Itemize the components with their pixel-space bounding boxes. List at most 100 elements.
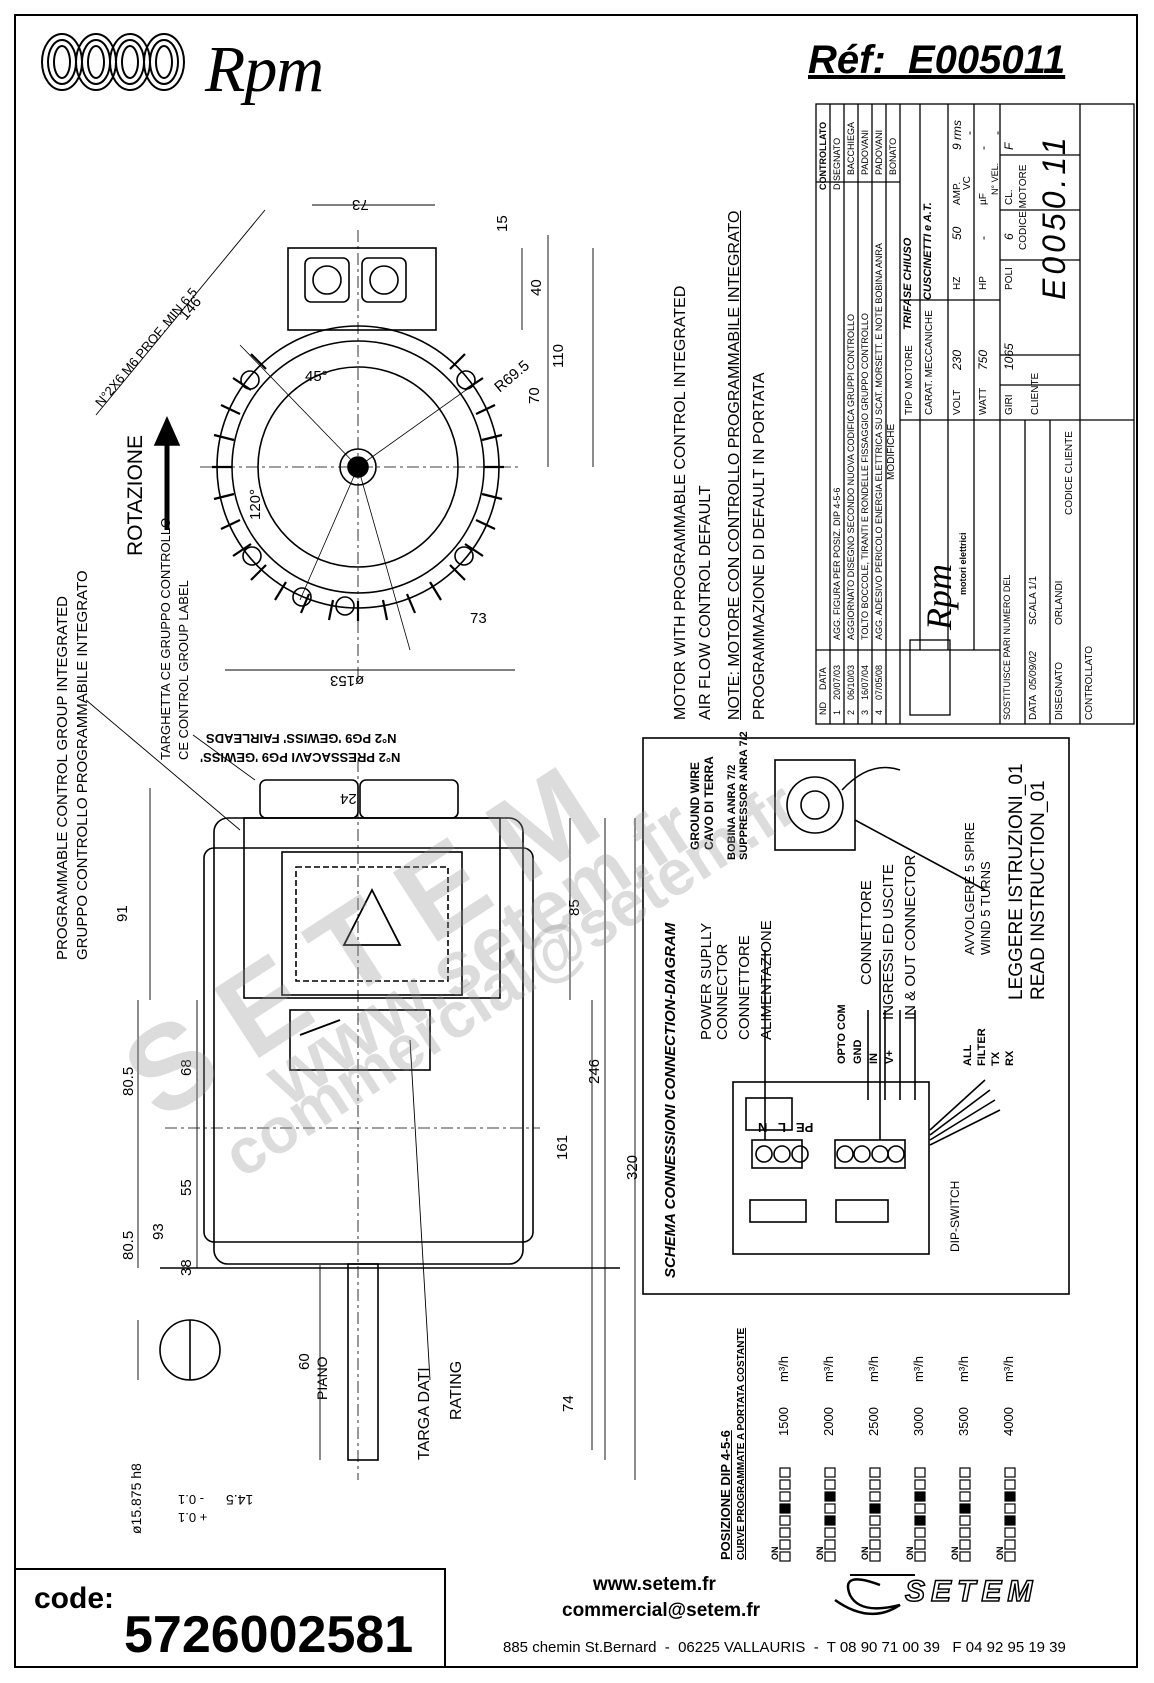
cable-label-en: N°2 PG9 'GEWISS' FAIRLEADS: [206, 731, 397, 746]
cable-label-it: N°2 PRESSACAVI PG9 'GEWISS': [200, 750, 401, 765]
terminal-vplus: V+: [884, 1050, 896, 1064]
footer-address: 885 chemin St.Bernard - 06225 VALLAURIS …: [503, 1639, 1066, 1656]
rev-1-date: 20/07/03: [832, 664, 842, 700]
code-value: 5726002581: [124, 1606, 414, 1664]
uf-value: -: [976, 146, 990, 150]
dip-switch-box: [959, 1479, 971, 1490]
hp-value: -: [976, 236, 990, 240]
dip-switch-box: [779, 1491, 791, 1502]
ground-label-en: GROUND WIRE: [688, 762, 702, 850]
targa-label: TARGA DATI: [416, 1367, 433, 1460]
note-line-3: NOTE: MOTORE CON CONTROLLO PROGRAMMABILE…: [726, 210, 743, 720]
dip-switch-label: DIP-SWITCH: [948, 1180, 962, 1252]
dim-15: 15: [494, 215, 511, 232]
giri-label: GIRI: [1004, 394, 1015, 415]
footer-email[interactable]: commercial@setem.fr: [562, 1600, 761, 1621]
dim-dia-153: ø153: [330, 672, 365, 689]
rev-1-n: 1: [832, 709, 842, 715]
power-label-en: POWER SUPLLY: [698, 922, 715, 1040]
dim-74: 74: [560, 1395, 577, 1412]
rotation-label: ROTAZIONE: [124, 435, 147, 556]
rev-1-text: AGG. FIGURA PER POSIZ. DIP 4-5-6: [832, 487, 842, 640]
target-label-en: CE CONTROL GROUP LABEL: [176, 580, 191, 760]
rev-4-date: 07/05/08: [874, 664, 884, 700]
shaft-diameter: ø15.875 h8: [128, 1463, 144, 1534]
dip-table-graphics: [779, 1467, 1016, 1562]
terminal-opto: OPTO COM: [836, 1004, 848, 1064]
dip-flow-value: 2000: [821, 1407, 836, 1436]
dip-switch-box: [959, 1551, 971, 1562]
drawing-frame: [14, 14, 1138, 1668]
signal-all: ALL: [962, 1044, 974, 1066]
rev-2-by: PADOVANI: [860, 129, 870, 175]
rev-col-controllato: CONTROLLATO: [818, 121, 828, 190]
footer-brand: SETEM: [904, 1574, 1039, 1609]
cl-value: F: [1002, 142, 1016, 150]
note-line-4: PROGRAMMAZIONE DI DEFAULT IN PORTATA: [751, 372, 768, 720]
group-label-en: PROGRAMMABLE CONTROL GROUP INTEGRATED: [54, 596, 71, 960]
rev-data: DATA: [818, 667, 828, 690]
piano-label: PIANO: [314, 1356, 330, 1400]
cliente-label: CLIENTE: [1030, 372, 1041, 415]
vc-label: VC: [962, 176, 973, 190]
rev-modifiche: MODIFICHE: [886, 423, 897, 480]
shaft-tolerance-minus: - 0.1: [178, 1492, 205, 1507]
dip-switch-box: [779, 1479, 791, 1490]
shaft-tolerance-plus: + 0.1: [178, 1510, 208, 1525]
rev-col-disegnato: DISEGNATO: [832, 137, 842, 190]
dip-switch-box: [779, 1539, 791, 1550]
dip-switch-box: [959, 1527, 971, 1538]
io-label-it: CONNETTORE: [858, 880, 875, 985]
controllato-label: CONTROLLATO: [1084, 645, 1095, 720]
dim-80-5-top: 80.5: [120, 1066, 137, 1096]
terminal-n: N: [758, 1120, 768, 1135]
dip-on-label: ON: [815, 1546, 825, 1561]
coil-label-en: SUPPRESSOR ANRA 7/2: [738, 731, 750, 860]
dim-91: 91: [114, 905, 131, 922]
dip-switch-box: [824, 1527, 836, 1538]
io-label-en: IN & OUT CONNECTOR: [902, 854, 919, 1020]
ground-label-it: CAVO DI TERRA: [702, 756, 716, 850]
watt-label: WATT: [978, 387, 989, 415]
dim-60: 60: [296, 1353, 313, 1370]
note-line-2: AIR FLOW CONTROL DEFAULT: [697, 485, 714, 720]
dim-80-5-bottom: 80.5: [120, 1230, 137, 1260]
data-value: 05/09/02: [1028, 651, 1039, 690]
rev-4-text: AGG. ADESIVO PERICOLO ENERGIA ELETTRICA …: [874, 243, 884, 640]
power-label-it2: ALIMENTAZIONE: [758, 920, 775, 1040]
hz-label: HZ: [952, 276, 963, 290]
dip-flow-value: 3500: [956, 1407, 971, 1436]
dip-switch-box: [824, 1467, 836, 1478]
power-label-en2: CONNECTOR: [714, 943, 731, 1040]
target-label-it: TARGHETTA CE GRUPPO CONTROLLO: [158, 517, 173, 760]
dip-flow-unit: m³/h: [866, 1356, 881, 1382]
dip-title-1: POSIZIONE DIP 4-5-6: [718, 1430, 733, 1560]
dip-switch-box: [824, 1515, 836, 1526]
dip-switch-box: [1004, 1551, 1016, 1562]
dip-switch-box: [1004, 1515, 1016, 1526]
scala-value: 1/1: [1028, 576, 1039, 590]
angle-120: 120°: [247, 488, 264, 520]
vel-value: -: [990, 131, 1004, 135]
dip-on-label: ON: [770, 1546, 780, 1561]
dip-on-label: ON: [905, 1546, 915, 1561]
rev-4-n: 4: [874, 709, 884, 715]
title-brand: Rpm: [919, 564, 959, 630]
dim-68: 68: [178, 1059, 195, 1076]
signal-tx: TX: [990, 1051, 1002, 1066]
rev-3-by: PADOVANI: [874, 129, 884, 175]
cl-label: CL.: [1004, 189, 1015, 205]
codice-motore-value: E0050.11: [1036, 133, 1072, 300]
carat-value: CUSCINETTI e A.T.: [922, 202, 934, 300]
dip-flow-unit: m³/h: [911, 1356, 926, 1382]
footer-website[interactable]: www.setem.fr: [593, 1574, 716, 1595]
dim-110: 110: [550, 344, 567, 368]
rev-3-n: 3: [860, 709, 870, 715]
dip-switch-box: [869, 1515, 881, 1526]
scala-label: SCALA: [1028, 592, 1039, 625]
dip-flow-value: 1500: [776, 1407, 791, 1436]
dip-switch-box: [1004, 1467, 1016, 1478]
motor-side-view: [85, 699, 636, 1480]
data-label: DATA: [1028, 694, 1039, 720]
dim-38: 38: [178, 1259, 195, 1276]
